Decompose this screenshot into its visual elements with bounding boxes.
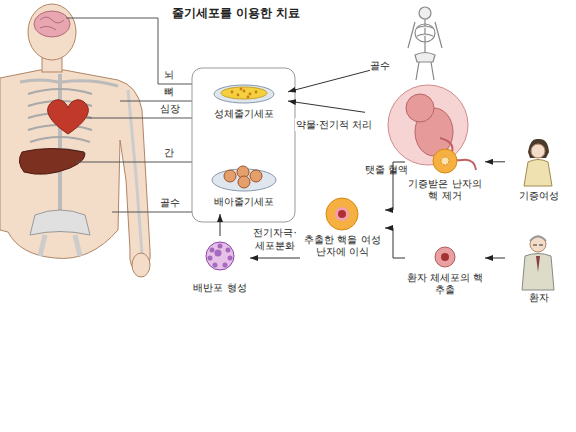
leader-line [112, 212, 192, 213]
organ-label: 간 [164, 147, 174, 159]
stem-cell-dish: 성체줄기세포 [200, 78, 288, 124]
human-body [0, 4, 150, 277]
edge-label: 전기자극·세포분화 [249, 226, 301, 252]
brain [34, 11, 70, 37]
cell-step: 추출한 핵을 여성 난자에 이식 [300, 196, 385, 266]
somatic-cell [435, 247, 455, 267]
leader-line [120, 101, 192, 102]
node-label: 기증받은 난자의 핵 제거 [405, 178, 485, 202]
organ-label: 뇌 [164, 69, 174, 81]
cell-dots [231, 88, 258, 99]
node-label: 환자 [505, 292, 572, 304]
node-text-group: 탯줄 혈액 [365, 164, 480, 176]
node-label: 성체줄기세포 [200, 108, 288, 120]
torso [0, 70, 150, 272]
node-text-group: 기증여성 [505, 190, 572, 202]
ribs [28, 89, 92, 154]
source-figure: 골수 [370, 4, 450, 82]
source-figure: 탯줄 혈액 [365, 86, 480, 180]
femur [40, 235, 80, 256]
adult-cell-dish [214, 85, 274, 103]
fetus [388, 85, 476, 170]
enucleated-egg [433, 149, 457, 173]
node-text-group: 추출한 핵을 여성 난자에 이식 [300, 234, 385, 258]
leader-lines [66, 18, 192, 212]
reconstructed-egg [326, 198, 358, 230]
node-label: 기증여성 [505, 190, 572, 202]
edge-label: 약물·전기적 처리 [295, 118, 373, 131]
arrow-connector [288, 70, 370, 92]
cell-colony [221, 87, 267, 99]
hand [132, 253, 150, 277]
liver [19, 149, 84, 175]
leader-line [76, 162, 192, 163]
petri-dish [214, 85, 274, 103]
skeleton [408, 7, 442, 80]
leader-line [66, 18, 192, 84]
fetus-head [406, 94, 434, 122]
collarbone [20, 80, 118, 86]
arm-bone [128, 90, 142, 255]
cell-clusters [224, 166, 262, 188]
node-label: 탯줄 혈액 [365, 164, 480, 176]
pelvis [30, 210, 90, 235]
arrow-connector [485, 161, 505, 162]
blastocyst [206, 242, 234, 270]
arrow-connector [288, 101, 365, 112]
woman-figure [524, 139, 552, 186]
node-label: 환자 체세포의 핵 추출 [405, 272, 485, 296]
node-label: 배반포 형성 [190, 282, 250, 294]
node-text-group: 배반포 형성 [190, 282, 250, 294]
organ-label: 심장 [160, 103, 180, 115]
node-text-group: 골수 [370, 60, 450, 72]
heart [48, 100, 89, 134]
arrow-connector [385, 228, 405, 258]
node-label: 배아줄기세포 [200, 196, 288, 208]
organ-label: 골수 [160, 197, 180, 209]
arrow-connector [250, 258, 300, 259]
arrow-connector [220, 214, 221, 236]
node-text-group: 배아줄기세포 [200, 196, 288, 208]
cell-step: 배반포 형성 [190, 236, 250, 300]
embryonic-cell-dish [212, 166, 276, 191]
patient-figure [522, 236, 554, 290]
diagram-title: 줄기세포를 이용한 치료 [172, 6, 300, 21]
node-text-group: 환자 체세포의 핵 추출 [405, 272, 485, 296]
organ-label: 뼈 [164, 86, 174, 98]
stem-cell-panel [192, 68, 295, 222]
node-text-group: 성체줄기세포 [200, 108, 288, 120]
node-label: 골수 [370, 60, 450, 72]
node-text-group: 기증받은 난자의 핵 제거 [405, 178, 485, 202]
node-text-group: 환자 [505, 292, 572, 304]
head [28, 4, 76, 60]
brain-folds [40, 17, 64, 30]
stem-cell-dish: 배아줄기세포 [200, 146, 288, 214]
cell-step: 기증받은 난자의 핵 제거 [405, 148, 485, 210]
person-figure: 기증여성 [505, 138, 572, 206]
arrow-connector [485, 257, 505, 258]
womb [388, 85, 468, 165]
person-figure: 환자 [505, 232, 572, 308]
leader-line [86, 118, 192, 119]
cell-step: 환자 체세포의 핵 추출 [405, 244, 485, 306]
node-label: 추출한 핵을 여성 난자에 이식 [300, 234, 385, 258]
